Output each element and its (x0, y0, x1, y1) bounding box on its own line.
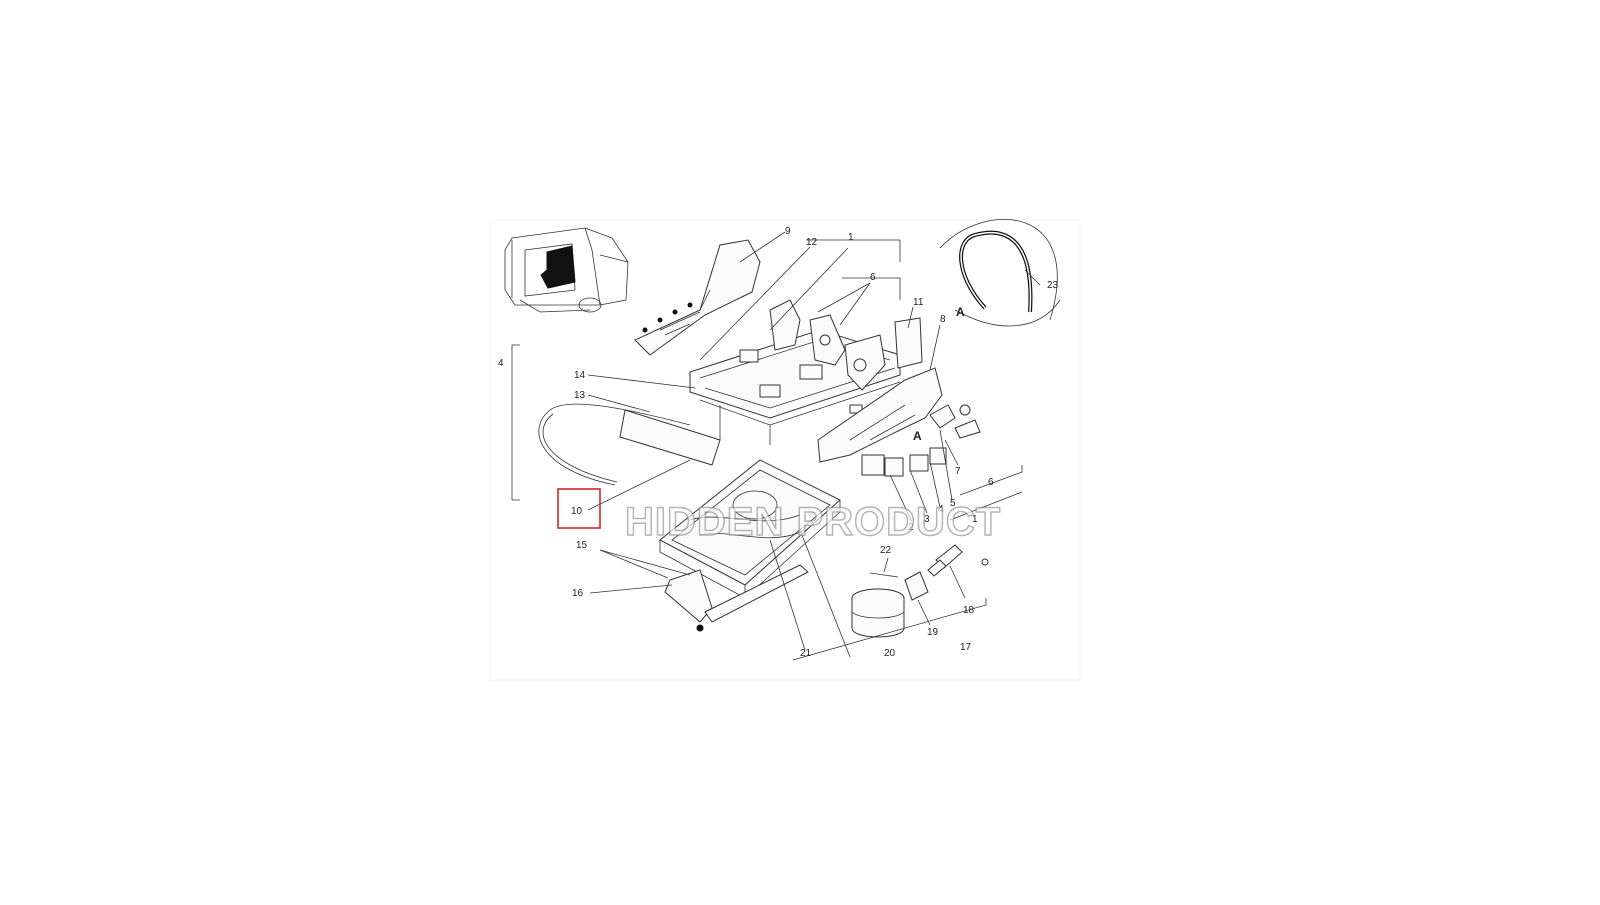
callout-9: 9 (785, 226, 791, 237)
diagram-area (489, 219, 1081, 681)
part-23-hose-detail-a (939, 219, 1061, 327)
callout-6: 6 (870, 272, 876, 283)
highlight-box-callout-10 (557, 488, 601, 529)
callout-labels: 1 1 2 3 4 4 5 6 6 7 8 9 10 11 12 13 14 1… (498, 226, 1059, 659)
callout-17: 17 (960, 642, 972, 653)
part-22-pin (869, 572, 899, 578)
callout-16: 16 (572, 588, 584, 599)
parts-2-3-4-switches (861, 447, 947, 477)
callout-10: 10 (571, 506, 583, 517)
callout-19: 19 (927, 627, 939, 638)
part-6-recliner-brackets (769, 299, 886, 391)
callout-18: 18 (963, 605, 975, 616)
callout-22: 22 (880, 545, 892, 556)
detail-markers: A A (913, 305, 965, 443)
group-brackets (511, 239, 1023, 661)
leader-lines (587, 231, 1041, 658)
callout-6: 6 (988, 477, 994, 488)
part-4-cable (538, 403, 691, 486)
detail-marker-a: A (913, 429, 922, 443)
callout-21: 21 (800, 648, 812, 659)
callout-4: 4 (498, 358, 504, 369)
watermark-text: HIDDEN PRODUCT (625, 500, 1001, 544)
part-11-bracket (894, 317, 923, 369)
part-19-valve (904, 571, 929, 601)
callout-23: 23 (1047, 280, 1059, 291)
callout-5: 5 (950, 498, 956, 509)
part-8-right-trim (817, 367, 943, 463)
callout-1: 1 (972, 514, 978, 525)
callout-1: 1 (848, 232, 854, 243)
parts-5-7-fasteners (929, 404, 981, 439)
detail-marker-a: A (956, 305, 965, 319)
part-13-panel (619, 409, 721, 466)
callout-2: 2 (908, 522, 914, 533)
callout-12: 12 (806, 237, 818, 248)
callout-14: 14 (574, 370, 586, 381)
part-20-air-spring (851, 588, 905, 638)
callout-8: 8 (940, 314, 946, 325)
callout-11: 11 (913, 297, 924, 308)
callout-4: 4 (938, 504, 944, 515)
part-18-shock-absorber (927, 544, 989, 577)
callout-15: 15 (576, 540, 588, 551)
callout-20: 20 (884, 648, 896, 659)
part-9-side-trim (634, 239, 761, 356)
part-17-suspension-base (659, 459, 841, 599)
callout-3: 3 (924, 514, 930, 525)
callout-13: 13 (574, 390, 586, 401)
truck-cab-seat-icon (504, 227, 629, 313)
callout-7: 7 (955, 466, 961, 477)
